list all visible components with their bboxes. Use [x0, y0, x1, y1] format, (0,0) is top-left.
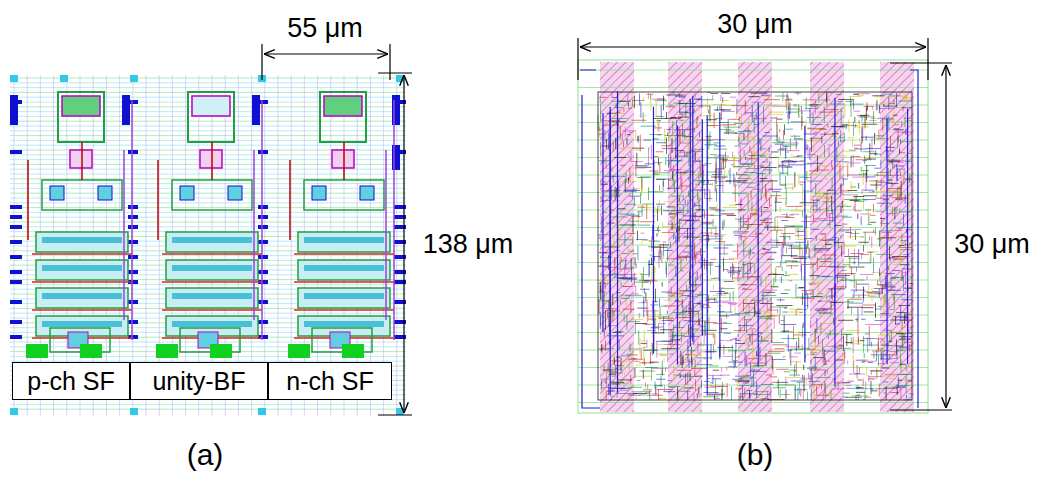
- cell-label-box: n-ch SF: [268, 362, 392, 400]
- layout-b: [578, 60, 928, 413]
- panel-label: (a): [187, 440, 224, 470]
- dimension-label: 55 μm: [287, 15, 363, 42]
- cell-name: n-ch SF: [286, 367, 374, 396]
- layout-a: [10, 75, 406, 416]
- dimension-label: 30 μm: [717, 11, 793, 38]
- cell-name: unity-BF: [152, 367, 245, 396]
- dimension-lines: [262, 38, 952, 415]
- cell-name: p-ch SF: [27, 367, 115, 396]
- cell-label-box: p-ch SF: [12, 362, 130, 400]
- cell-label-box: unity-BF: [130, 362, 268, 400]
- dimension-label: 138 μm: [423, 231, 514, 258]
- dimension-label: 30 μm: [954, 231, 1030, 258]
- panel-label: (b): [737, 440, 774, 470]
